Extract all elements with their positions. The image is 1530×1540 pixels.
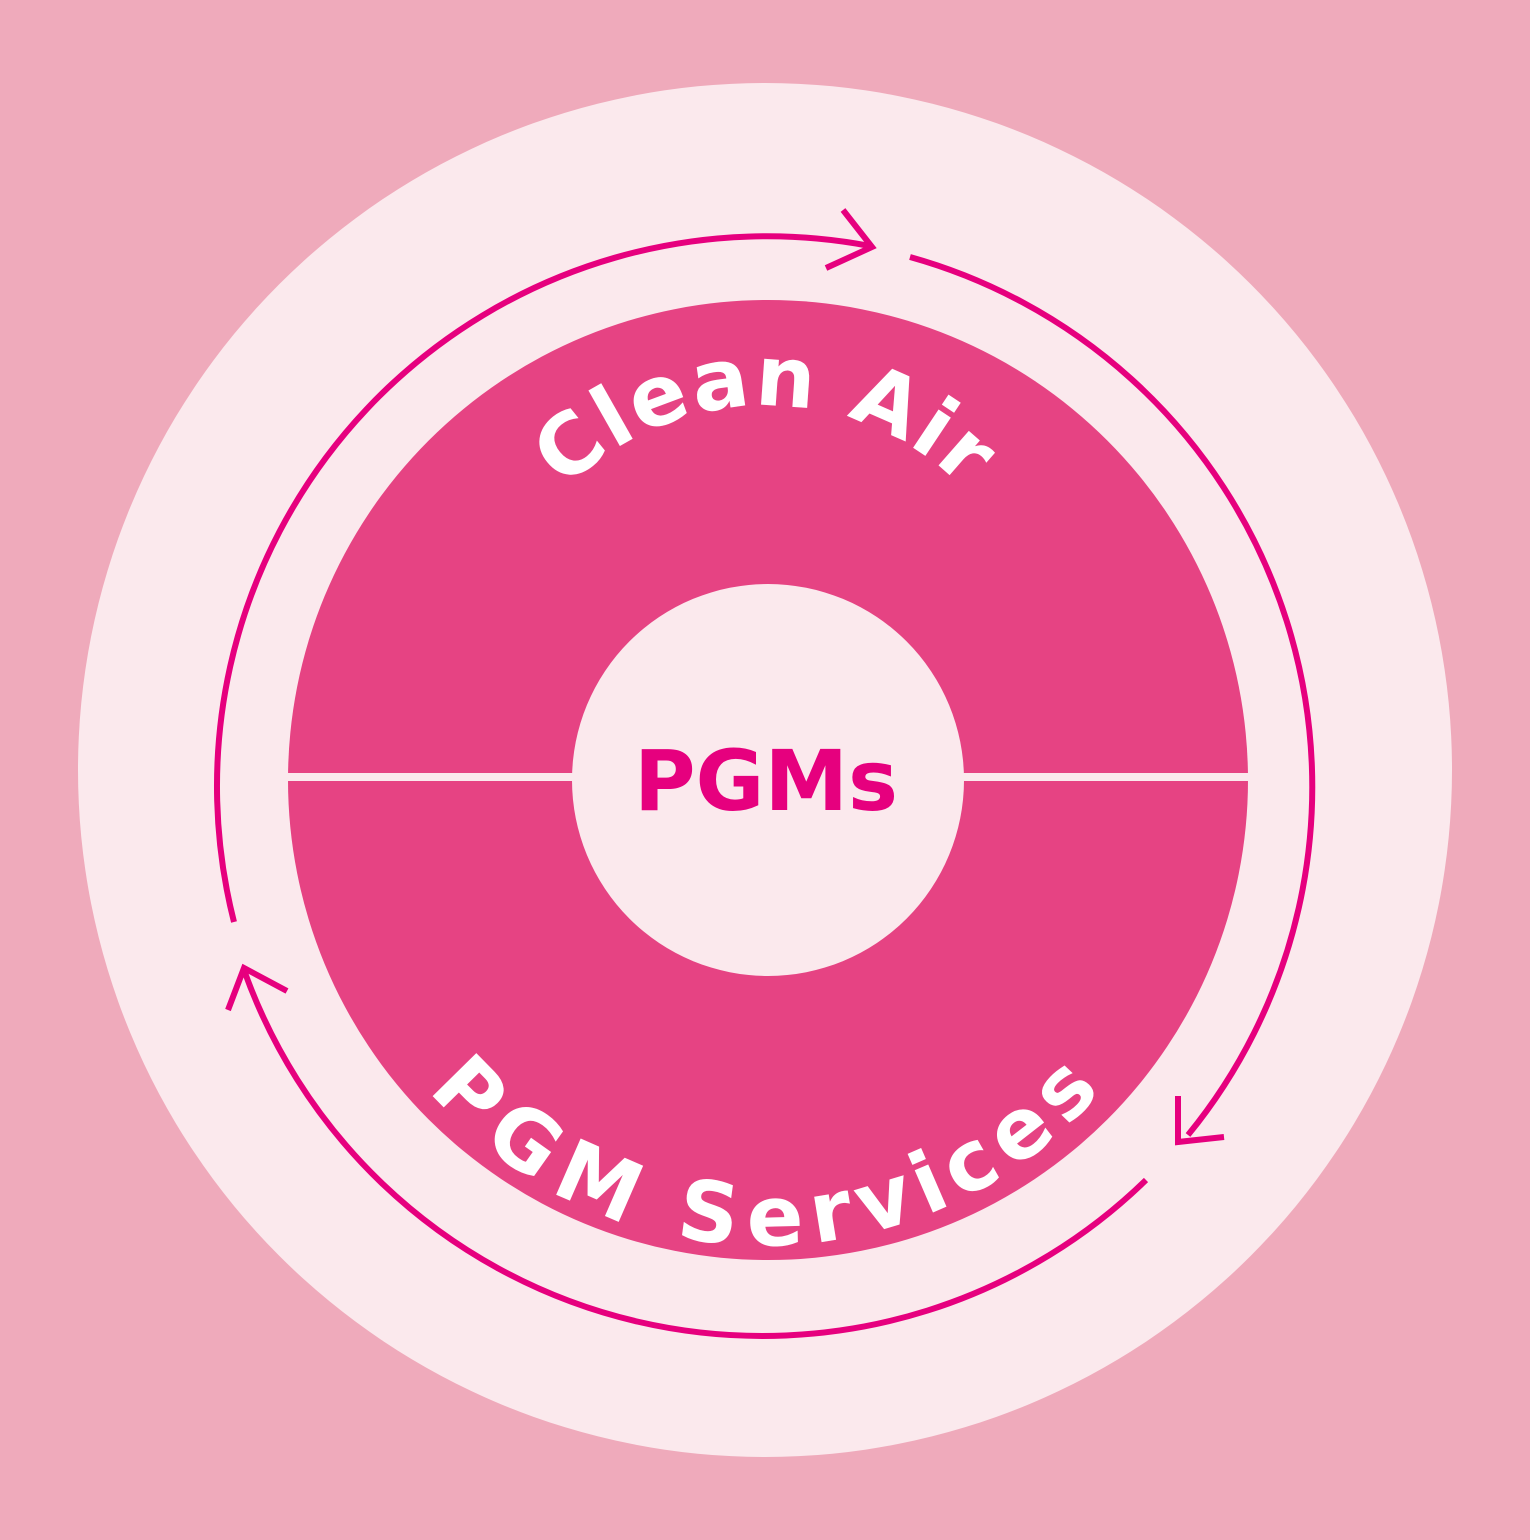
center-label: PGMs — [634, 732, 898, 830]
cycle-arrows — [213, 208, 1316, 1339]
arrow-arc-bottom — [241, 968, 1149, 1339]
arrowhead-left-icon — [225, 963, 289, 1012]
arrowhead-top-icon — [824, 208, 877, 271]
center-core — [572, 584, 964, 976]
arrowhead-right-icon — [1175, 1096, 1225, 1146]
arrow-arc-right — [909, 254, 1316, 1137]
arrow-arc-top-left — [213, 233, 871, 923]
